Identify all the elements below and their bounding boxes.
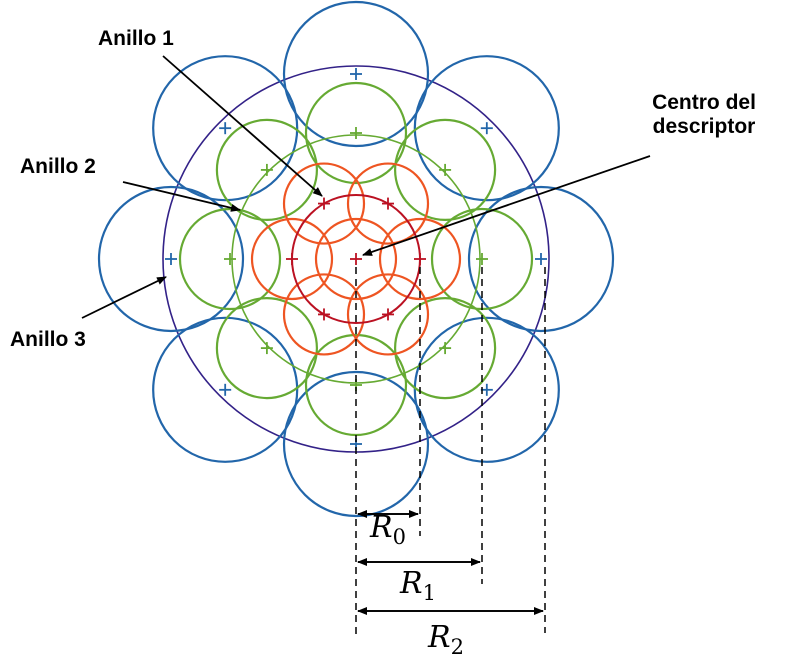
ring-1-center-cross-1 bbox=[439, 163, 452, 176]
r0-subscript: 0 bbox=[392, 525, 406, 549]
ring-2-circle-4 bbox=[97, 185, 245, 333]
ring-1-center-cross-0 bbox=[476, 253, 488, 265]
ring-2-center-cross-7 bbox=[480, 383, 493, 396]
callout-centro-descriptor bbox=[362, 155, 651, 256]
ring-2-circle-2 bbox=[282, 0, 430, 148]
label-anillo-1: Anillo 1 bbox=[98, 27, 174, 50]
ring-1-circle-4 bbox=[178, 207, 282, 311]
ring-2-center-cross-0 bbox=[535, 253, 547, 265]
ring-2-center-cross-2 bbox=[350, 68, 362, 80]
label-r2: R2 bbox=[428, 620, 464, 659]
ring-0-circle-0 bbox=[378, 217, 462, 301]
ring-0-circle-1 bbox=[346, 162, 430, 245]
ring-2-circle-6 bbox=[282, 370, 430, 518]
ring-2-center-cross-5 bbox=[219, 383, 232, 396]
r1-subscript: 1 bbox=[422, 581, 436, 605]
ring-0-circle-2 bbox=[282, 162, 366, 245]
callout-anillo-3 bbox=[81, 276, 167, 319]
ring-2-circle-1 bbox=[413, 55, 560, 202]
ring-1-circle-5 bbox=[215, 296, 319, 400]
center-circle bbox=[314, 217, 398, 301]
label-centro-descriptor: Centro del descriptor bbox=[628, 91, 780, 139]
ring-1-circle-3 bbox=[215, 118, 319, 222]
ring-1-center-cross-5 bbox=[260, 342, 273, 355]
label-centro-line2: descriptor bbox=[652, 115, 756, 139]
label-centro-line1: Centro del bbox=[652, 91, 756, 114]
ring-0-circle-5 bbox=[346, 273, 430, 356]
r1-symbol: R bbox=[400, 566, 423, 601]
ring-1-center-cross-4 bbox=[224, 253, 236, 265]
ring-2-circle-3 bbox=[152, 55, 299, 202]
ring-1-circle-2 bbox=[304, 81, 408, 185]
ring-2-circle-5 bbox=[152, 316, 299, 463]
ring-2-circle-7 bbox=[413, 316, 560, 463]
ring-1-center-cross-3 bbox=[260, 163, 273, 176]
ring-1-center-cross-2 bbox=[350, 127, 362, 139]
label-anillo-3: Anillo 3 bbox=[10, 328, 86, 351]
ring-2-center-cross-3 bbox=[219, 122, 232, 135]
ring-0-circle-4 bbox=[282, 273, 366, 356]
ring-2-center-cross-1 bbox=[480, 122, 493, 135]
label-r0: R0 bbox=[370, 510, 406, 549]
callout-anillo-2 bbox=[122, 181, 241, 212]
ring-0-circle-3 bbox=[250, 217, 334, 301]
ring-1-circle-1 bbox=[393, 118, 497, 222]
r2-subscript: 2 bbox=[450, 635, 464, 659]
descriptor-center-cross bbox=[350, 253, 362, 265]
label-anillo-2: Anillo 2 bbox=[20, 155, 96, 178]
ring-1-circle-7 bbox=[393, 296, 497, 400]
r2-symbol: R bbox=[428, 620, 451, 655]
ring-2-circle-0 bbox=[467, 185, 615, 333]
r0-symbol: R bbox=[370, 510, 393, 545]
label-r1: R1 bbox=[400, 566, 436, 605]
ring-2-center-cross-4 bbox=[165, 253, 177, 265]
ring-1-center-cross-7 bbox=[439, 342, 452, 355]
ring-0-boundary-circle bbox=[291, 194, 421, 324]
callout-anillo-1 bbox=[162, 55, 323, 197]
